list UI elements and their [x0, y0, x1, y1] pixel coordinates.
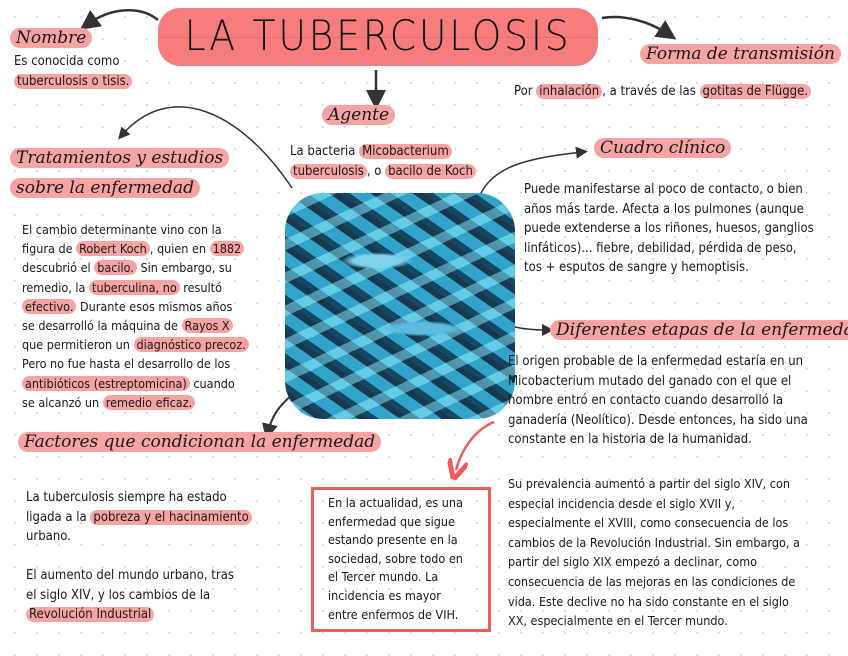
- etapas-paragraph-1: El origen probable de la enfermedad esta…: [508, 354, 808, 447]
- actualidad-callout-box: En la actualidad, es una enfermedad que …: [311, 487, 491, 632]
- highlight: Robert Koch: [76, 241, 150, 257]
- tratamientos-line: se desarrolló la máquina de Rayos X: [22, 316, 249, 335]
- tratamientos-heading-1: Tratamientos y estudios: [10, 148, 230, 168]
- tratamientos-line: Pero no fue hasta el desarrollo de los: [22, 356, 231, 372]
- tratamientos-line: se alcanzó un remedio eficaz.: [22, 393, 249, 412]
- highlight: efectivo.: [22, 298, 77, 314]
- highlight: tuberculosis o tisis.: [14, 73, 133, 89]
- page-title: LA TUBERCULOSIS: [184, 11, 572, 60]
- arrow-to-tratamientos: [118, 106, 293, 189]
- cuadro-clinico-heading: Cuadro clínico: [594, 138, 732, 158]
- factores-heading: Factores que condicionan la enfermedad: [18, 432, 382, 452]
- tratamientos-text: El cambio determinante vino con la figura…: [22, 220, 249, 412]
- arrow-to-cuadro-clinico: [477, 146, 588, 201]
- agente-text: La bacteria Micobacterium tuberculosis, …: [290, 142, 476, 181]
- factores-paragraph-1: La tuberculosis siempre ha estado ligada…: [26, 488, 252, 547]
- tratamientos-line: antibióticos (estreptomicina) cuando: [22, 374, 249, 393]
- transmision-text: Por inhalación, a través de las gotitas …: [514, 82, 812, 102]
- etapas-paragraph-2: Su prevalencia aumentó a partir del sigl…: [508, 476, 800, 629]
- arrow-to-transmision: [601, 15, 677, 40]
- etapas-heading: Diferentes etapas de la enfermedad: [550, 320, 848, 340]
- transmision-heading: Forma de transmisión: [640, 44, 841, 64]
- tratamientos-line: que permitieron un diagnóstico precoz.: [22, 335, 249, 354]
- highlight: diagnóstico precoz.: [133, 337, 249, 353]
- highlight: Rayos X: [181, 318, 233, 334]
- tratamientos-line: figura de Robert Koch, quien en 1882: [22, 239, 249, 258]
- tratamientos-heading-2: sobre la enfermedad: [10, 178, 200, 198]
- bacteria-micrograph-image: [285, 193, 515, 419]
- tratamientos-line: remedio, la tuberculina, no resultó: [22, 279, 222, 295]
- nombre-heading: Nombre: [10, 28, 93, 48]
- highlight: 1882: [209, 241, 245, 257]
- arrow-to-factores: [262, 394, 293, 440]
- highlight: tuberculina, no: [89, 279, 180, 295]
- tratamientos-line: descubrió el bacilo. Sin embargo, su: [22, 260, 232, 276]
- red-arrow-to-actualidad: [456, 420, 495, 470]
- highlight: antibióticos (estreptomicina): [22, 375, 190, 391]
- highlight: bacilo.: [94, 260, 137, 276]
- arrow-to-nombre: [79, 8, 159, 30]
- cuadro-clinico-text: Puede manifestarse al poco de contacto, …: [524, 182, 814, 275]
- nombre-text: Es conocida como tuberculosis o tisis.: [14, 52, 133, 91]
- highlight: remedio eficaz.: [102, 394, 196, 410]
- factores-paragraph-2: El aumento del mundo urbano, tras el sig…: [26, 568, 234, 622]
- tratamientos-line: El cambio determinante vino con la: [22, 222, 222, 237]
- title-banner: [158, 8, 598, 66]
- tratamientos-line: efectivo. Durante esos mismos años: [22, 297, 249, 316]
- agente-heading: Agente: [322, 105, 396, 125]
